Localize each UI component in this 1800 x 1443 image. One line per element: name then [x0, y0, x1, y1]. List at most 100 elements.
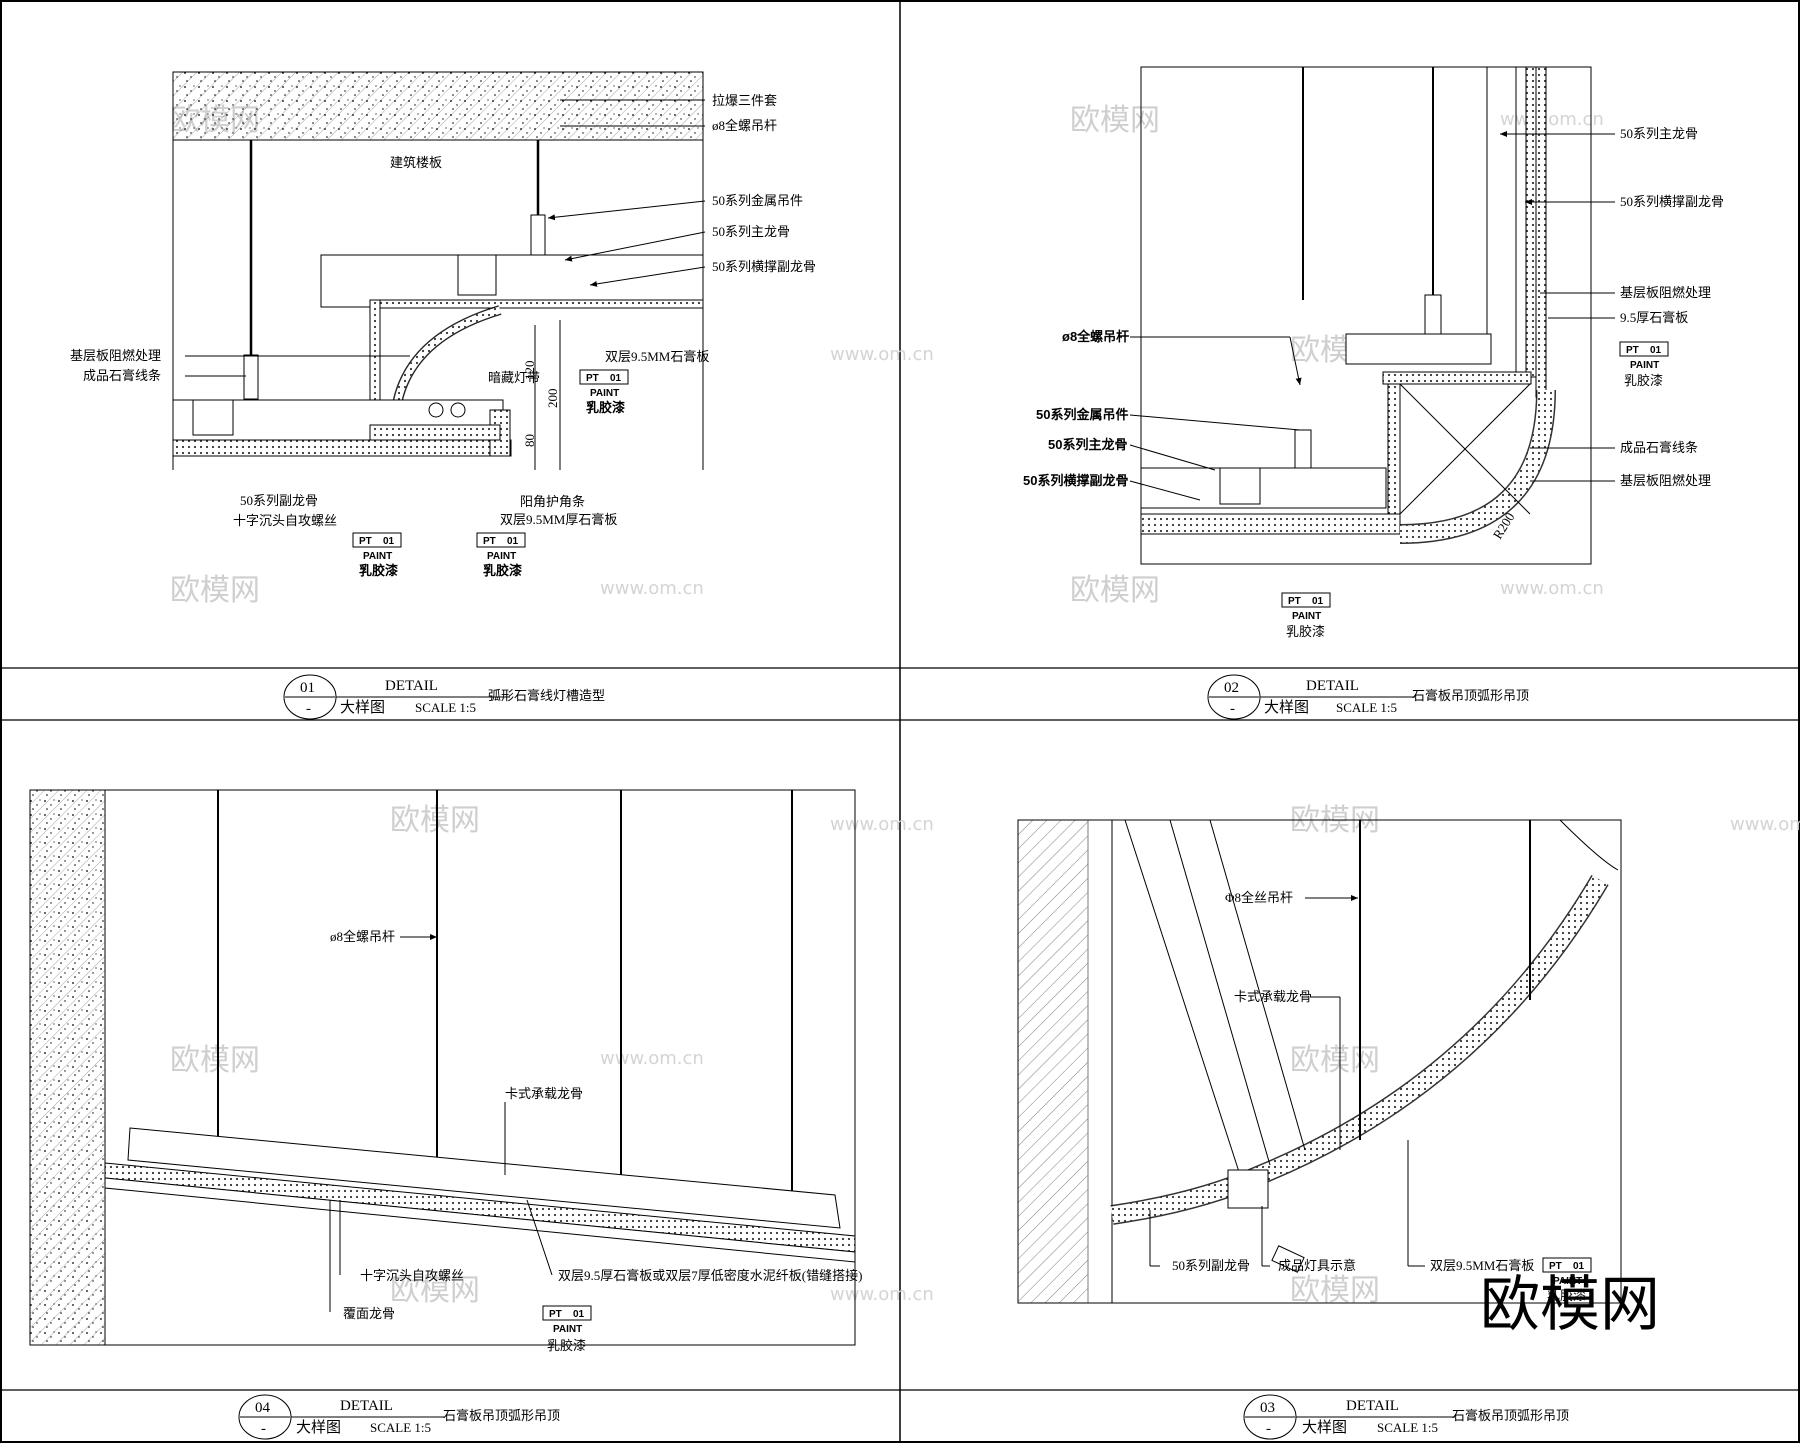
svg-text:PAINT: PAINT: [363, 551, 392, 562]
svg-text:-: -: [306, 701, 311, 717]
svg-text:DETAIL: DETAIL: [340, 1398, 393, 1414]
svg-text:www.om.cn: www.om.cn: [600, 578, 704, 599]
svg-text:基层板阻燃处理: 基层板阻燃处理: [1620, 285, 1711, 300]
svg-text:www.om.cn: www.om.cn: [1500, 578, 1604, 599]
svg-text:卡式承载龙骨: 卡式承载龙骨: [505, 1086, 583, 1101]
svg-text:01: 01: [1573, 1261, 1585, 1272]
panel-02-paint-tags: PT 01 PAINT 乳胶漆 PT 01 PAINT 乳胶漆: [1281, 341, 1669, 639]
svg-text:欧模网: 欧模网: [1290, 1273, 1380, 1308]
svg-text:50系列横撑副龙骨: 50系列横撑副龙骨: [712, 259, 816, 274]
svg-text:DETAIL: DETAIL: [1346, 1398, 1399, 1414]
svg-text:暗藏灯带: 暗藏灯带: [488, 370, 540, 385]
svg-text:50系列横撑副龙骨: 50系列横撑副龙骨: [1023, 473, 1128, 488]
svg-text:SCALE 1:5: SCALE 1:5: [1377, 1420, 1438, 1435]
svg-text:9.5厚石膏板: 9.5厚石膏板: [1620, 310, 1688, 325]
svg-text:乳胶漆: 乳胶漆: [1624, 373, 1663, 388]
svg-text:ø8全螺吊杆: ø8全螺吊杆: [712, 118, 777, 133]
svg-text:石膏板吊顶弧形吊顶: 石膏板吊顶弧形吊顶: [1452, 1408, 1569, 1423]
svg-text:基层板阻燃处理: 基层板阻燃处理: [70, 348, 161, 363]
svg-text:双层9.5MM厚石膏板: 双层9.5MM厚石膏板: [500, 512, 617, 527]
svg-text:PAINT: PAINT: [553, 1324, 582, 1335]
svg-text:十字沉头自攻螺丝: 十字沉头自攻螺丝: [233, 513, 337, 528]
svg-text:DETAIL: DETAIL: [385, 678, 438, 694]
title-block-04: 04 - DETAIL 大样图 SCALE 1:5 石膏板吊顶弧形吊顶: [238, 1394, 560, 1440]
svg-text:十字沉头自攻螺丝: 十字沉头自攻螺丝: [360, 1268, 464, 1283]
svg-text:01: 01: [300, 680, 315, 696]
svg-text:阳角护角条: 阳角护角条: [520, 494, 585, 509]
svg-text:成品石膏线条: 成品石膏线条: [83, 368, 161, 383]
panel-04-drawing: [29, 789, 856, 1346]
svg-text:成品石膏线条: 成品石膏线条: [1620, 440, 1698, 455]
svg-text:200: 200: [545, 389, 560, 409]
svg-text:-: -: [261, 1421, 266, 1437]
panel-03-drawing: [1017, 819, 1622, 1304]
svg-text:-: -: [1230, 701, 1235, 717]
svg-text:50系列金属吊件: 50系列金属吊件: [1036, 407, 1128, 422]
svg-text:50系列金属吊件: 50系列金属吊件: [712, 193, 803, 208]
svg-text:乳胶漆: 乳胶漆: [1547, 1288, 1586, 1303]
svg-text:50系列主龙骨: 50系列主龙骨: [1620, 126, 1698, 141]
svg-text:01: 01: [1650, 345, 1662, 356]
title-block-01: 01 - DETAIL 大样图 SCALE 1:5 弧形石膏线灯槽造型: [283, 674, 605, 720]
svg-text:PAINT: PAINT: [1630, 360, 1659, 371]
svg-text:80: 80: [522, 434, 537, 447]
svg-text:乳胶漆: 乳胶漆: [586, 400, 625, 415]
svg-text:PT: PT: [1549, 1261, 1562, 1272]
svg-text:卡式承载龙骨: 卡式承载龙骨: [1234, 989, 1312, 1004]
svg-text:PT: PT: [549, 1309, 562, 1320]
svg-text:欧模网: 欧模网: [1070, 103, 1160, 138]
svg-text:PAINT: PAINT: [590, 388, 619, 399]
svg-text:PAINT: PAINT: [1553, 1276, 1582, 1287]
svg-text:建筑楼板: 建筑楼板: [390, 155, 442, 170]
svg-text:PAINT: PAINT: [1292, 611, 1321, 622]
panel-04-paint-tags: PT 01 PAINT 乳胶漆: [542, 1305, 592, 1353]
svg-text:双层9.5厚石膏板或双层7厚低密度水泥纤板(错缝搭接): 双层9.5厚石膏板或双层7厚低密度水泥纤板(错缝搭接): [558, 1268, 862, 1283]
svg-text:欧模网: 欧模网: [390, 803, 480, 838]
svg-text:大样图: 大样图: [1302, 1419, 1347, 1436]
svg-text:欧模网: 欧模网: [1070, 573, 1160, 608]
svg-text:-: -: [1266, 1421, 1271, 1437]
svg-text:Φ8全丝吊杆: Φ8全丝吊杆: [1225, 890, 1293, 905]
svg-text:01: 01: [610, 373, 622, 384]
svg-text:基层板阻燃处理: 基层板阻燃处理: [1620, 473, 1711, 488]
svg-text:50系列主龙骨: 50系列主龙骨: [712, 224, 790, 239]
svg-text:拉爆三件套: 拉爆三件套: [712, 93, 777, 108]
svg-text:欧模网: 欧模网: [170, 573, 260, 608]
svg-text:PT: PT: [483, 536, 496, 547]
svg-text:www.om.cn: www.om.cn: [830, 344, 934, 365]
svg-text:覆面龙骨: 覆面龙骨: [343, 1306, 395, 1321]
svg-text:50系列副龙骨: 50系列副龙骨: [240, 493, 318, 508]
svg-text:www.om.cn: www.om.cn: [830, 814, 934, 835]
svg-text:PT: PT: [1626, 345, 1639, 356]
svg-text:双层9.5MM石膏板: 双层9.5MM石膏板: [605, 349, 709, 364]
svg-text:03: 03: [1260, 1400, 1275, 1416]
svg-text:www.om.cn: www.om.cn: [1730, 814, 1800, 835]
svg-text:石膏板吊顶弧形吊顶: 石膏板吊顶弧形吊顶: [1412, 688, 1529, 703]
svg-text:欧模网: 欧模网: [1290, 1043, 1380, 1078]
panel-02-drawing: [1140, 66, 1592, 565]
title-block-02: 02 - DETAIL 大样图 SCALE 1:5 石膏板吊顶弧形吊顶: [1207, 674, 1529, 720]
panel-04-labels: ø8全螺吊杆 卡式承载龙骨 十字沉头自攻螺丝 双层9.5厚石膏板或双层7厚低密度…: [329, 929, 862, 1321]
svg-text:大样图: 大样图: [340, 699, 385, 716]
svg-text:PT: PT: [1288, 596, 1301, 607]
svg-text:弧形石膏线灯槽造型: 弧形石膏线灯槽造型: [488, 688, 605, 703]
svg-text:DETAIL: DETAIL: [1306, 678, 1359, 694]
svg-text:石膏板吊顶弧形吊顶: 石膏板吊顶弧形吊顶: [443, 1408, 560, 1423]
svg-text:www.om.cn: www.om.cn: [600, 1048, 704, 1069]
svg-text:欧模网: 欧模网: [390, 1273, 480, 1308]
svg-text:www.om.cn: www.om.cn: [830, 1284, 934, 1305]
svg-text:01: 01: [383, 536, 395, 547]
svg-text:乳胶漆: 乳胶漆: [547, 1338, 586, 1353]
svg-text:02: 02: [1224, 680, 1239, 696]
title-block-03: 03 - DETAIL 大样图 SCALE 1:5 石膏板吊顶弧形吊顶: [1243, 1394, 1569, 1440]
svg-text:50系列主龙骨: 50系列主龙骨: [1048, 437, 1127, 452]
svg-text:50系列副龙骨: 50系列副龙骨: [1172, 1258, 1250, 1273]
svg-text:大样图: 大样图: [1264, 699, 1309, 716]
svg-text:01: 01: [573, 1309, 585, 1320]
svg-text:01: 01: [1312, 596, 1324, 607]
svg-text:欧模网: 欧模网: [170, 1043, 260, 1078]
svg-text:乳胶漆: 乳胶漆: [1286, 624, 1325, 639]
svg-text:大样图: 大样图: [296, 1419, 341, 1436]
